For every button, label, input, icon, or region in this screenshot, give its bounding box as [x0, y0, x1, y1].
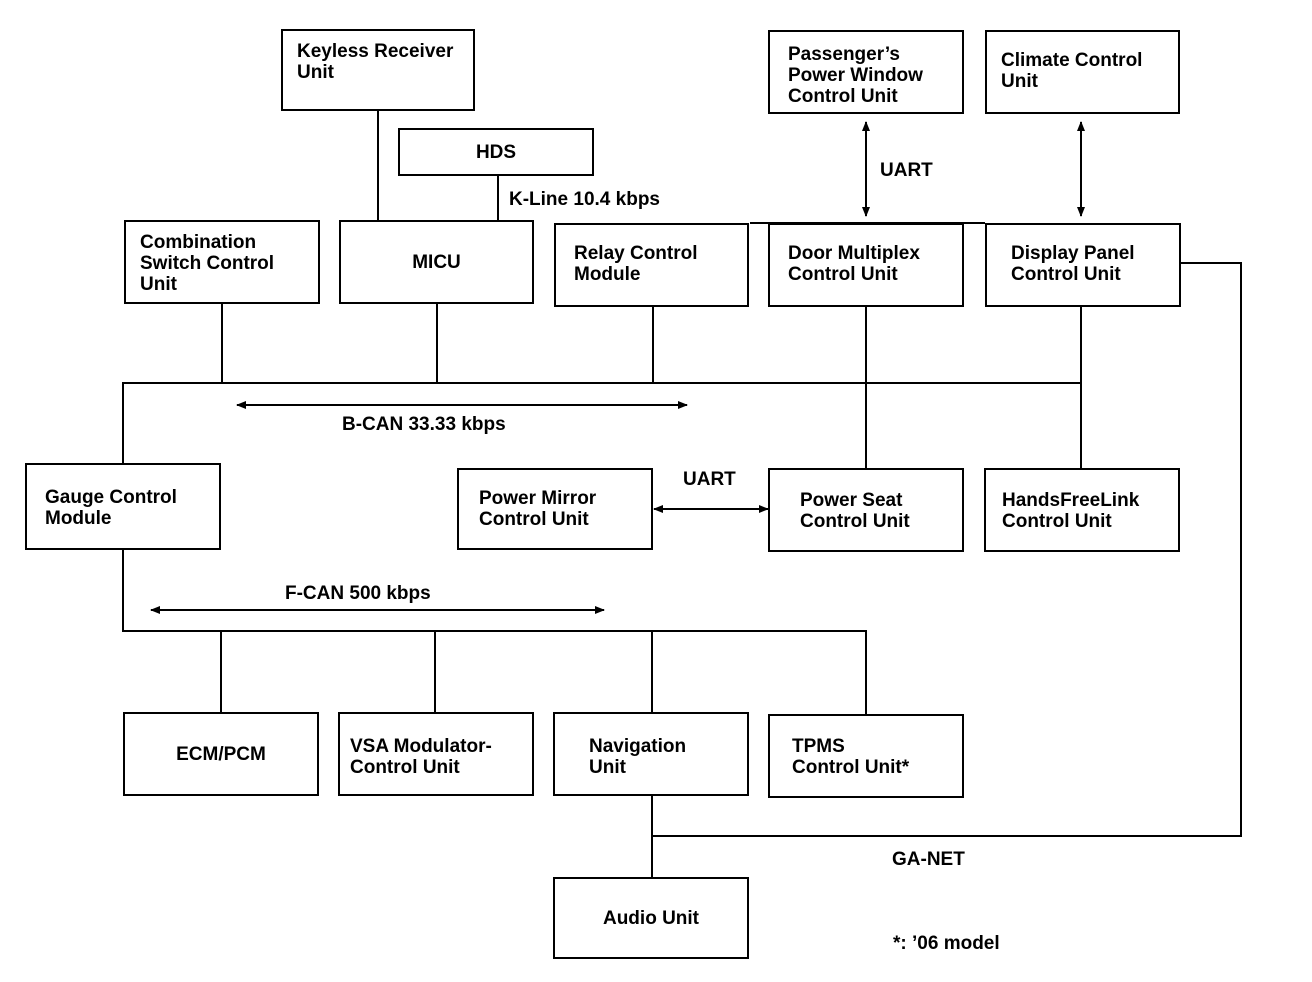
passenger-power-window-box: Passenger’s Power Window Control Unit — [768, 30, 964, 114]
ga-net-bus — [652, 262, 1242, 837]
power-mirror-box: Power Mirror Control Unit — [457, 468, 653, 550]
climate-control-unit-label: Climate Control Unit — [1001, 50, 1143, 92]
door-multiplex-label: Door Multiplex Control Unit — [788, 243, 920, 285]
b-can-bus — [122, 382, 1081, 463]
relay-control-module-label: Relay Control Module — [574, 243, 698, 285]
vsa-modulator-label: VSA Modulator- Control Unit — [350, 736, 492, 778]
navigation-unit-box: Navigation Unit — [553, 712, 749, 796]
ga-net-label: GA-NET — [892, 849, 965, 870]
combination-switch-label: Combination Switch Control Unit — [140, 232, 275, 295]
climate-control-unit-box: Climate Control Unit — [985, 30, 1180, 114]
tpms-control-unit-box: TPMS Control Unit* — [768, 714, 964, 798]
navigation-unit-label: Navigation Unit — [589, 736, 687, 778]
keyless-receiver-unit-box: Keyless Receiver Unit — [281, 29, 475, 111]
power-seat-label: Power Seat Control Unit — [800, 490, 910, 532]
uart-top-label: UART — [880, 160, 933, 181]
audio-unit-box: Audio Unit — [553, 877, 749, 959]
vsa-modulator-box: VSA Modulator- Control Unit — [338, 712, 534, 796]
k-line-label: K-Line 10.4 kbps — [509, 189, 660, 210]
handsfreelink-label: HandsFreeLink Control Unit — [1002, 490, 1140, 532]
ecm-pcm-label: ECM/PCM — [176, 743, 266, 765]
power-mirror-label: Power Mirror Control Unit — [479, 488, 597, 530]
door-multiplex-box: Door Multiplex Control Unit — [768, 223, 964, 307]
passenger-power-window-label: Passenger’s Power Window Control Unit — [788, 44, 923, 107]
audio-unit-label: Audio Unit — [602, 907, 700, 929]
gauge-control-module-box: Gauge Control Module — [25, 463, 221, 550]
handsfreelink-box: HandsFreeLink Control Unit — [984, 468, 1180, 552]
keyless-receiver-unit-label: Keyless Receiver Unit — [297, 41, 454, 83]
gauge-control-module-label: Gauge Control Module — [45, 487, 177, 529]
footnote-label: *: ’06 model — [893, 933, 1000, 954]
display-panel-label: Display Panel Control Unit — [1011, 243, 1135, 285]
micu-label: MICU — [412, 251, 461, 273]
combination-switch-box: Combination Switch Control Unit — [124, 220, 320, 304]
micu-box: MICU — [339, 220, 534, 304]
relay-control-module-box: Relay Control Module — [554, 223, 749, 307]
tpms-control-unit-label: TPMS Control Unit* — [792, 736, 910, 778]
ecm-pcm-box: ECM/PCM — [123, 712, 319, 796]
f-can-label: F-CAN 500 kbps — [285, 583, 431, 604]
b-can-label: B-CAN 33.33 kbps — [342, 414, 506, 435]
hds-box: HDS — [398, 128, 594, 176]
power-seat-box: Power Seat Control Unit — [768, 468, 964, 552]
display-panel-box: Display Panel Control Unit — [985, 223, 1181, 307]
f-can-bus — [122, 550, 867, 714]
uart-mid-label: UART — [683, 469, 736, 490]
hds-label: HDS — [475, 141, 517, 163]
